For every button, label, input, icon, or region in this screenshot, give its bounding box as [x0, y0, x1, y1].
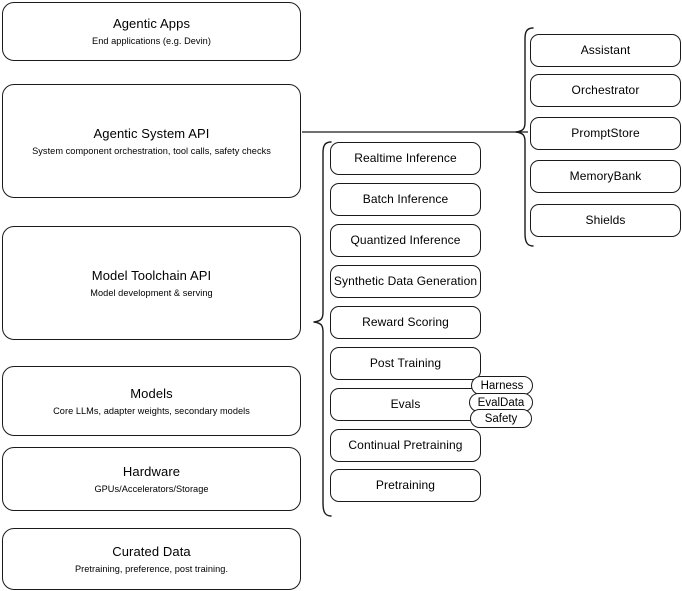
agentic-box-shields[interactable]: Shields — [530, 204, 681, 237]
brace-agentic-components — [512, 26, 534, 248]
agentic-label: PromptStore — [571, 126, 640, 140]
toolchain-label: Continual Pretraining — [348, 438, 463, 452]
toolchain-label: Evals — [390, 397, 421, 411]
toolchain-label: Quantized Inference — [350, 233, 461, 247]
toolchain-box-pretraining[interactable]: Pretraining — [330, 469, 481, 502]
layer-box-models[interactable]: Models Core LLMs, adapter weights, secon… — [2, 366, 301, 436]
toolchain-box-evals[interactable]: Evals — [330, 388, 481, 421]
layer-title: Model Toolchain API — [91, 267, 212, 283]
toolchain-box-post-training[interactable]: Post Training — [330, 347, 481, 380]
agentic-box-promptstore[interactable]: PromptStore — [530, 117, 681, 150]
eval-pill-evaldata[interactable]: EvalData — [469, 393, 533, 412]
layer-box-agentic-apps[interactable]: Agentic Apps End applications (e.g. Devi… — [2, 2, 301, 61]
toolchain-label: Reward Scoring — [362, 315, 449, 329]
layer-title: Agentic Apps — [112, 16, 191, 31]
toolchain-label: Realtime Inference — [354, 151, 457, 165]
toolchain-label: Pretraining — [375, 478, 436, 492]
layer-title: Models — [130, 385, 173, 401]
agentic-label: Orchestrator — [571, 83, 640, 97]
toolchain-box-quantized-inference[interactable]: Quantized Inference — [330, 224, 481, 257]
toolchain-box-batch-inference[interactable]: Batch Inference — [330, 183, 481, 216]
brace-toolchain — [310, 140, 332, 518]
connector-agentic-system-to-components — [302, 126, 528, 138]
layer-title: Agentic System API — [93, 125, 210, 141]
layer-box-curated-data[interactable]: Curated Data Pretraining, preference, po… — [2, 528, 301, 590]
layer-box-hardware[interactable]: Hardware GPUs/Accelerators/Storage — [2, 447, 301, 511]
toolchain-label: Batch Inference — [362, 192, 449, 206]
toolchain-label: Post Training — [369, 356, 442, 370]
agentic-box-memorybank[interactable]: MemoryBank — [530, 160, 681, 193]
layer-box-agentic-system-api[interactable]: Agentic System API System component orch… — [2, 84, 301, 198]
agentic-box-assistant[interactable]: Assistant — [530, 34, 681, 67]
agentic-box-orchestrator[interactable]: Orchestrator — [530, 74, 681, 107]
toolchain-box-reward-scoring[interactable]: Reward Scoring — [330, 306, 481, 339]
layer-subtitle: Pretraining, preference, post training. — [74, 563, 229, 574]
toolchain-box-continual-pretraining[interactable]: Continual Pretraining — [330, 429, 481, 462]
toolchain-box-realtime-inference[interactable]: Realtime Inference — [330, 142, 481, 175]
layer-title: Curated Data — [112, 543, 191, 559]
eval-pill-safety[interactable]: Safety — [470, 409, 532, 428]
layer-subtitle: Core LLMs, adapter weights, secondary mo… — [53, 405, 250, 416]
layer-subtitle: Model development & serving — [90, 287, 213, 298]
toolchain-box-synthetic-data-generation[interactable]: Synthetic Data Generation — [330, 265, 481, 298]
toolchain-label: Synthetic Data Generation — [333, 274, 478, 288]
agentic-label: Shields — [585, 213, 626, 227]
layer-box-model-toolchain-api[interactable]: Model Toolchain API Model development & … — [2, 226, 301, 340]
layer-subtitle: End applications (e.g. Devin) — [92, 36, 211, 46]
layer-title: Hardware — [122, 463, 181, 479]
layer-subtitle: GPUs/Accelerators/Storage — [94, 483, 209, 494]
agentic-label: Assistant — [580, 43, 631, 57]
agentic-label: MemoryBank — [569, 169, 642, 183]
layer-subtitle: System component orchestration, tool cal… — [32, 145, 271, 156]
